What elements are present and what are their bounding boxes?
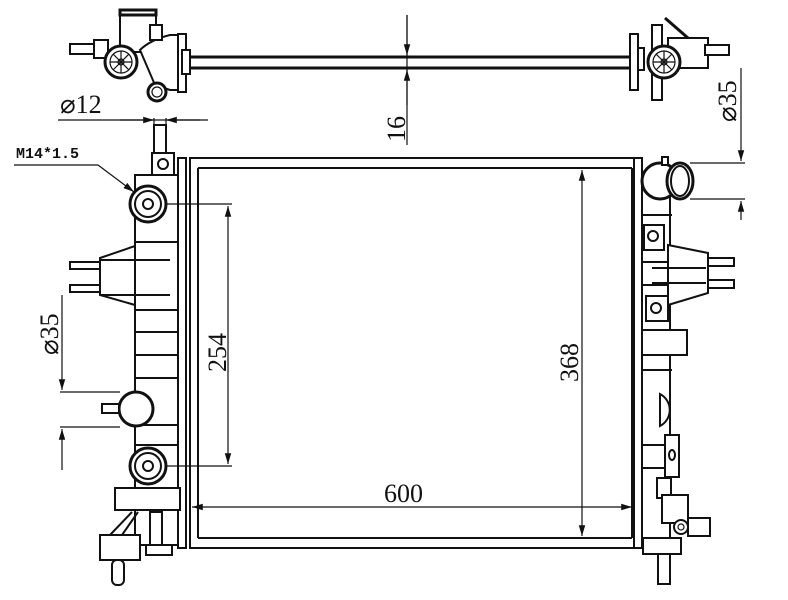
dimension-label: ⌀35 (713, 80, 742, 122)
dimension-small-pipe: ⌀12 (58, 90, 208, 130)
top-left-fitting (69, 8, 191, 103)
dimension-drain-thread: M14*1.5 (14, 146, 135, 193)
dimension-label: 16 (382, 116, 411, 142)
dimension-right-outlet: ⌀35 (690, 68, 745, 220)
top-right-fitting (629, 16, 730, 101)
dimension-bar-thickness: 16 (382, 15, 411, 145)
top-mounting-bar (190, 55, 640, 70)
dimension-label: 600 (384, 479, 423, 508)
right-tank (633, 156, 735, 585)
dimension-label: 254 (203, 333, 232, 372)
dimension-width: 600 (192, 479, 632, 511)
dimension-port-spacing: 254 (166, 203, 232, 467)
left-tank (69, 124, 187, 586)
dimension-core-height: 368 (555, 170, 586, 536)
dimension-left-inlet: ⌀35 (35, 295, 120, 470)
dimension-label: ⌀35 (35, 313, 64, 355)
dimension-label: 368 (555, 343, 584, 382)
dimension-label: M14*1.5 (16, 146, 79, 163)
dimension-label: ⌀12 (60, 90, 102, 119)
